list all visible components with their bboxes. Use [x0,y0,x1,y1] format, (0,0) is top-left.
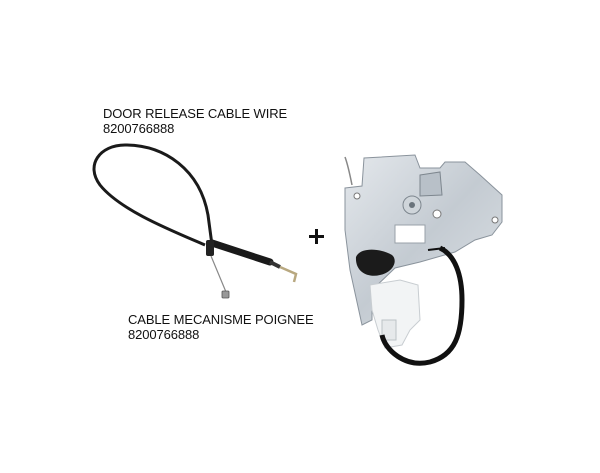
plus-separator [307,226,329,248]
product-1-part-number: 8200766888 [103,121,175,136]
product-1-title: DOOR RELEASE CABLE WIRE [103,106,288,121]
product-2-title: CABLE MECANISME POIGNEE [128,312,314,327]
product-2-caption: CABLE MECANISME POIGNEE 8200766888 [128,312,314,342]
product-2-part-number: 8200766888 [128,327,200,342]
product-1-caption: DOOR RELEASE CABLE WIRE 8200766888 [103,106,287,136]
